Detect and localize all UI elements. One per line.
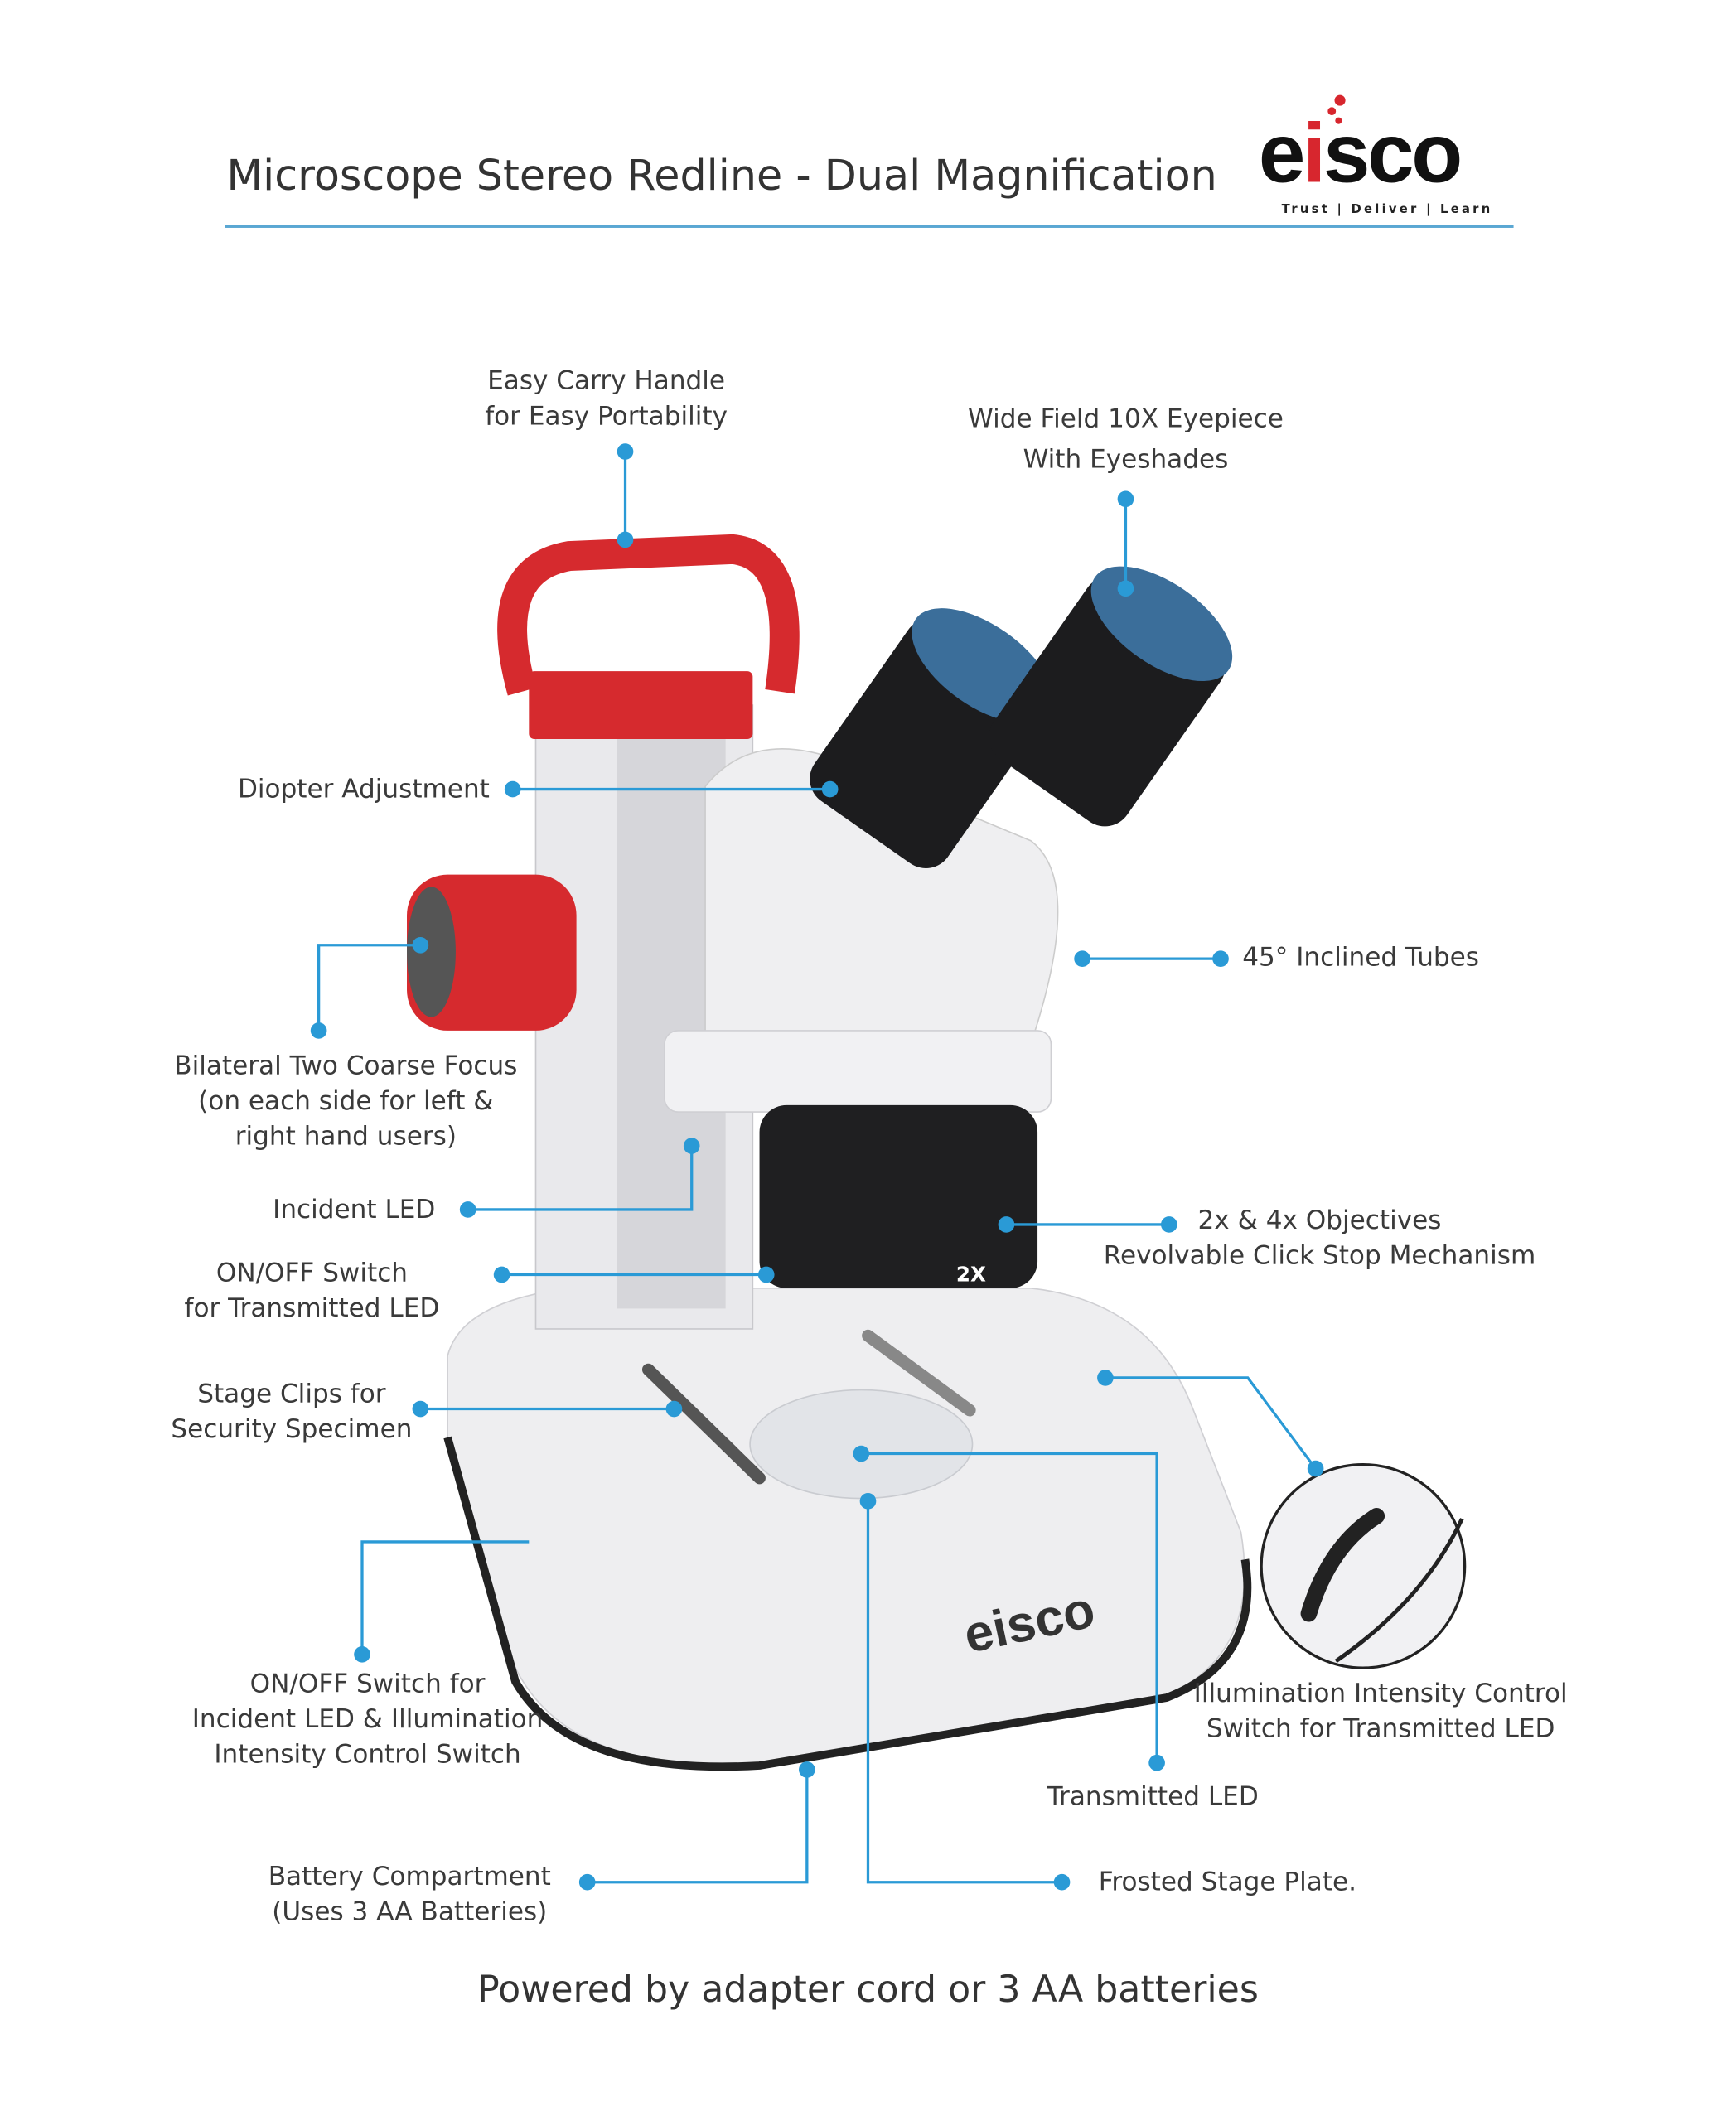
objective-mark: 2X — [956, 1263, 986, 1287]
eisco-logo: eisco Trust | Deliver | Learn — [1259, 94, 1516, 224]
callout-tubes: 45° Inclined Tubes — [1242, 942, 1480, 973]
callout-incident-led: Incident LED — [273, 1194, 436, 1225]
callout-frosted: Frosted Stage Plate. — [1098, 1867, 1357, 1897]
callout-diopter: Diopter Adjustment — [237, 774, 490, 804]
footer-note: Powered by adapter cord or 3 AA batterie… — [477, 1969, 1259, 2012]
callout-coarse-focus: Bilateral Two Coarse Focus(on each side … — [174, 1051, 518, 1152]
page-title: Microscope Stereo Redline - Dual Magnifi… — [226, 152, 1217, 201]
title-underline — [225, 225, 1514, 228]
callout-transmitted-led: Transmitted LED — [1047, 1781, 1259, 1812]
callout-battery: Battery Compartment(Uses 3 AA Batteries) — [268, 1862, 551, 1927]
